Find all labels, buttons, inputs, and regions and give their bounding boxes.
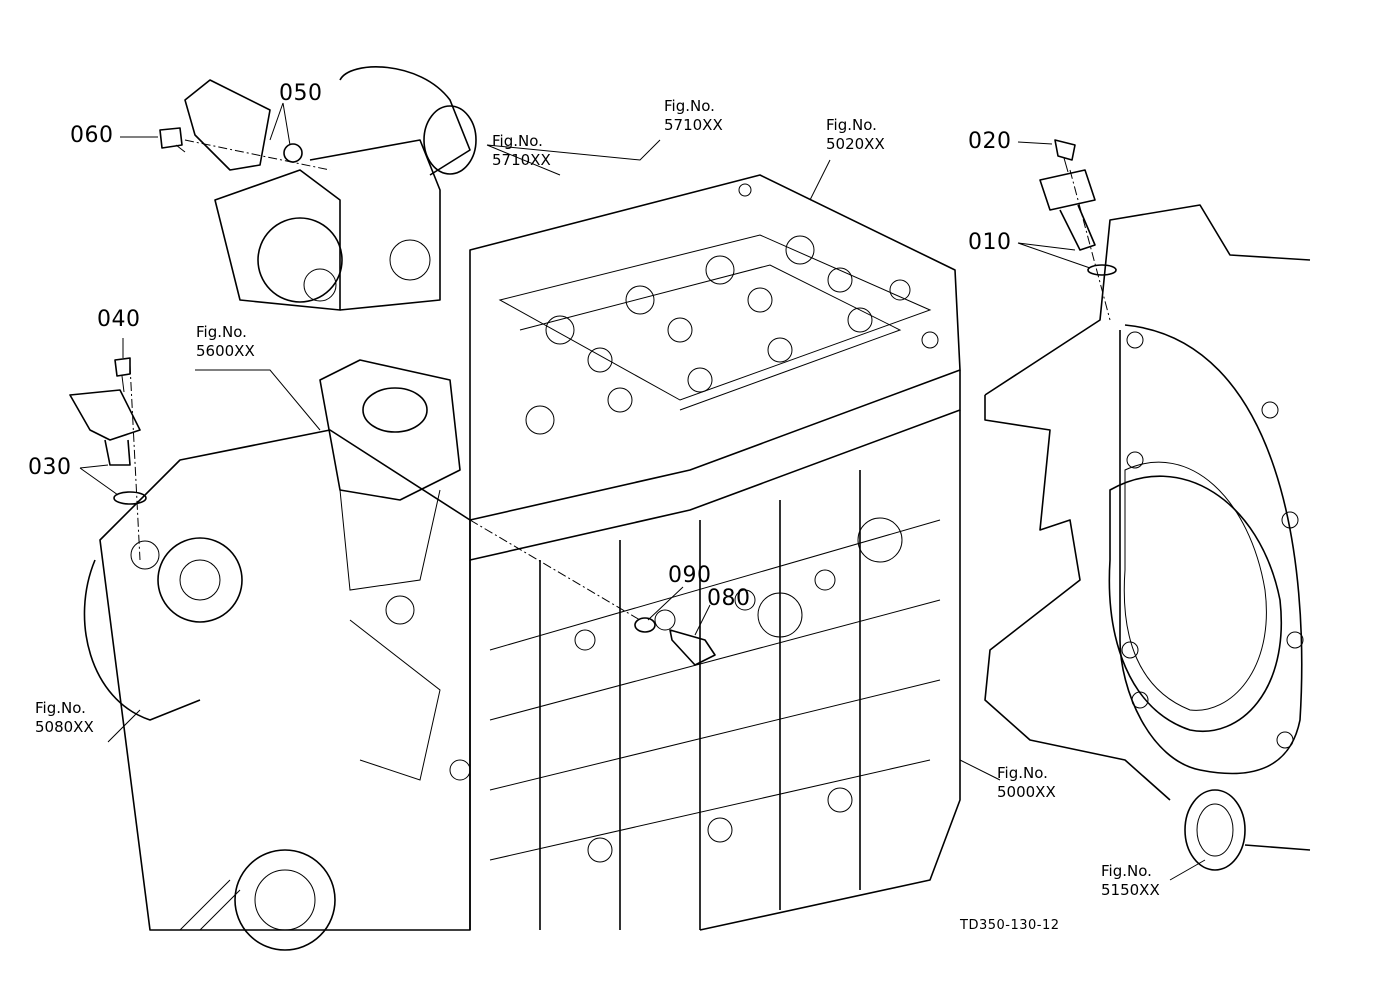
part-label-040: 040 (97, 307, 141, 332)
sensor-080 (669, 629, 716, 666)
bolt-060 (159, 127, 186, 153)
leader-lines (79, 102, 1206, 881)
part-label-080: 080 (707, 586, 751, 611)
fig-ref-code: 5710XX (664, 115, 723, 134)
fig-ref-5710-right: Fig.No. 5710XX (664, 97, 723, 135)
fig-ref-code: 5020XX (826, 134, 885, 153)
cylinder-head (469, 174, 961, 561)
fig-ref-code: 5080XX (35, 717, 94, 736)
fig-ref-code: 5150XX (1101, 880, 1160, 899)
crankshaft-sensor-010 (1039, 169, 1117, 276)
fig-ref-code: 5000XX (997, 782, 1056, 801)
fig-ref-title: Fig.No. (997, 764, 1048, 782)
egr-valve (214, 66, 477, 311)
fig-ref-5020: Fig.No. 5020XX (826, 116, 885, 154)
flywheel-housing (984, 204, 1311, 871)
fig-ref-code: 5600XX (196, 341, 255, 360)
drawing-code: TD350-130-12 (960, 918, 1060, 933)
part-label-010: 010 (968, 230, 1012, 255)
fig-ref-title: Fig.No. (492, 132, 543, 150)
fig-ref-5150: Fig.No. 5150XX (1101, 862, 1160, 900)
part-label-030: 030 (28, 455, 72, 480)
cylinder-block (469, 410, 961, 931)
part-label-050: 050 (279, 81, 323, 106)
camshaft-sensor-030 (69, 389, 147, 505)
front-cover (83, 429, 471, 951)
fig-ref-title: Fig.No. (664, 97, 715, 115)
part-label-090: 090 (668, 563, 712, 588)
part-label-020: 020 (968, 129, 1012, 154)
fig-ref-5080: Fig.No. 5080XX (35, 699, 94, 737)
o-ring-090 (634, 617, 656, 633)
bolt-020 (1054, 139, 1076, 173)
fig-ref-5000: Fig.No. 5000XX (997, 764, 1056, 802)
fig-ref-code: 5710XX (492, 150, 551, 169)
part-label-060: 060 (70, 123, 114, 148)
fig-ref-title: Fig.No. (35, 699, 86, 717)
fig-ref-title: Fig.No. (826, 116, 877, 134)
fig-ref-5600: Fig.No. 5600XX (196, 323, 255, 361)
fig-ref-title: Fig.No. (1101, 862, 1152, 880)
fig-ref-title: Fig.No. (196, 323, 247, 341)
assembly-center-lines (129, 139, 1111, 621)
bolt-040 (114, 357, 131, 393)
thermostat-housing (319, 359, 461, 591)
fig-ref-5710-left: Fig.No. 5710XX (492, 132, 551, 170)
